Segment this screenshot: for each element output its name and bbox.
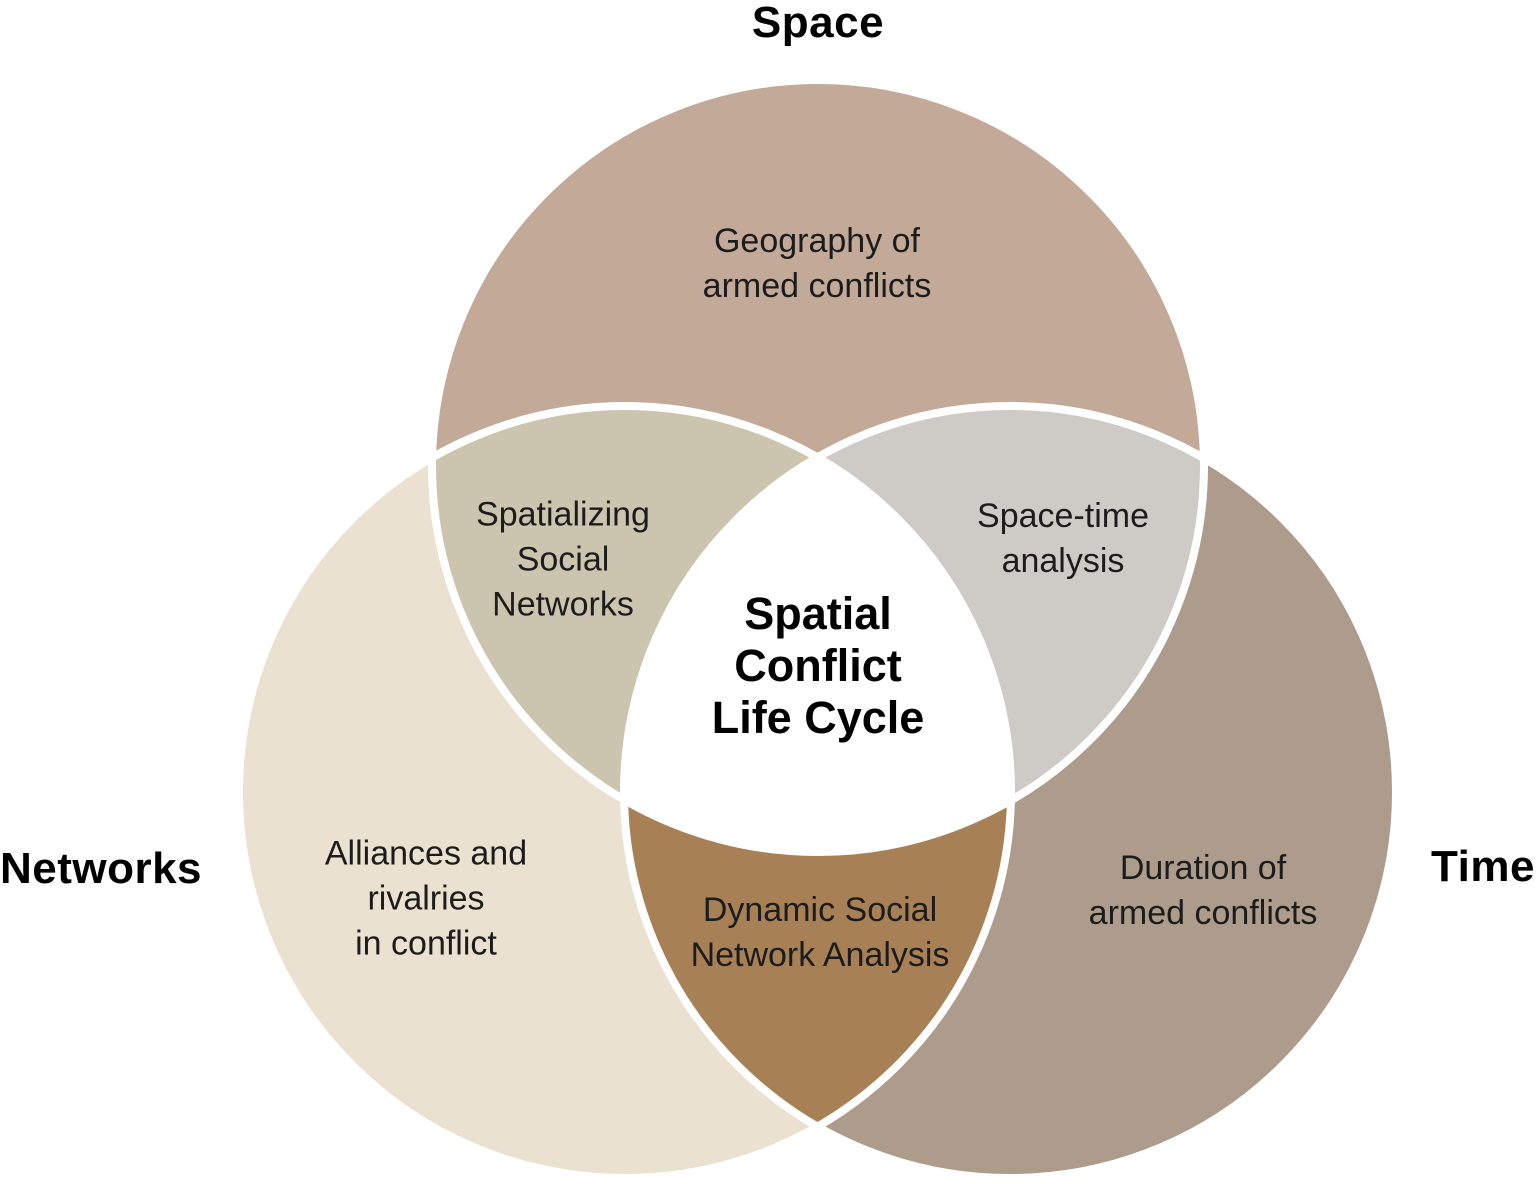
region-label-geography-of-armed-conflicts: Geography of armed conflicts <box>702 222 932 305</box>
set-title-space: Space <box>751 0 885 47</box>
region-label-dynamic-social-network-analysis: Dynamic Social Network Analysis <box>690 891 950 974</box>
region-label-alliances-and-rivalries: Alliances and rivalries in conflict <box>324 834 528 963</box>
set-title-time: Time <box>1431 842 1535 891</box>
region-label-spatializing-social-networks: Spatializing Social Networks <box>476 495 650 624</box>
set-title-networks: Networks <box>0 844 203 893</box>
center-title-spatial-conflict-life-cycle: Spatial Conflict Life Cycle <box>711 588 925 743</box>
region-label-duration-of-armed-conflicts: Duration of armed conflicts <box>1088 849 1318 932</box>
circle-outlines <box>235 76 1400 1182</box>
region-label-space-time-analysis: Space-time analysis <box>977 497 1149 580</box>
